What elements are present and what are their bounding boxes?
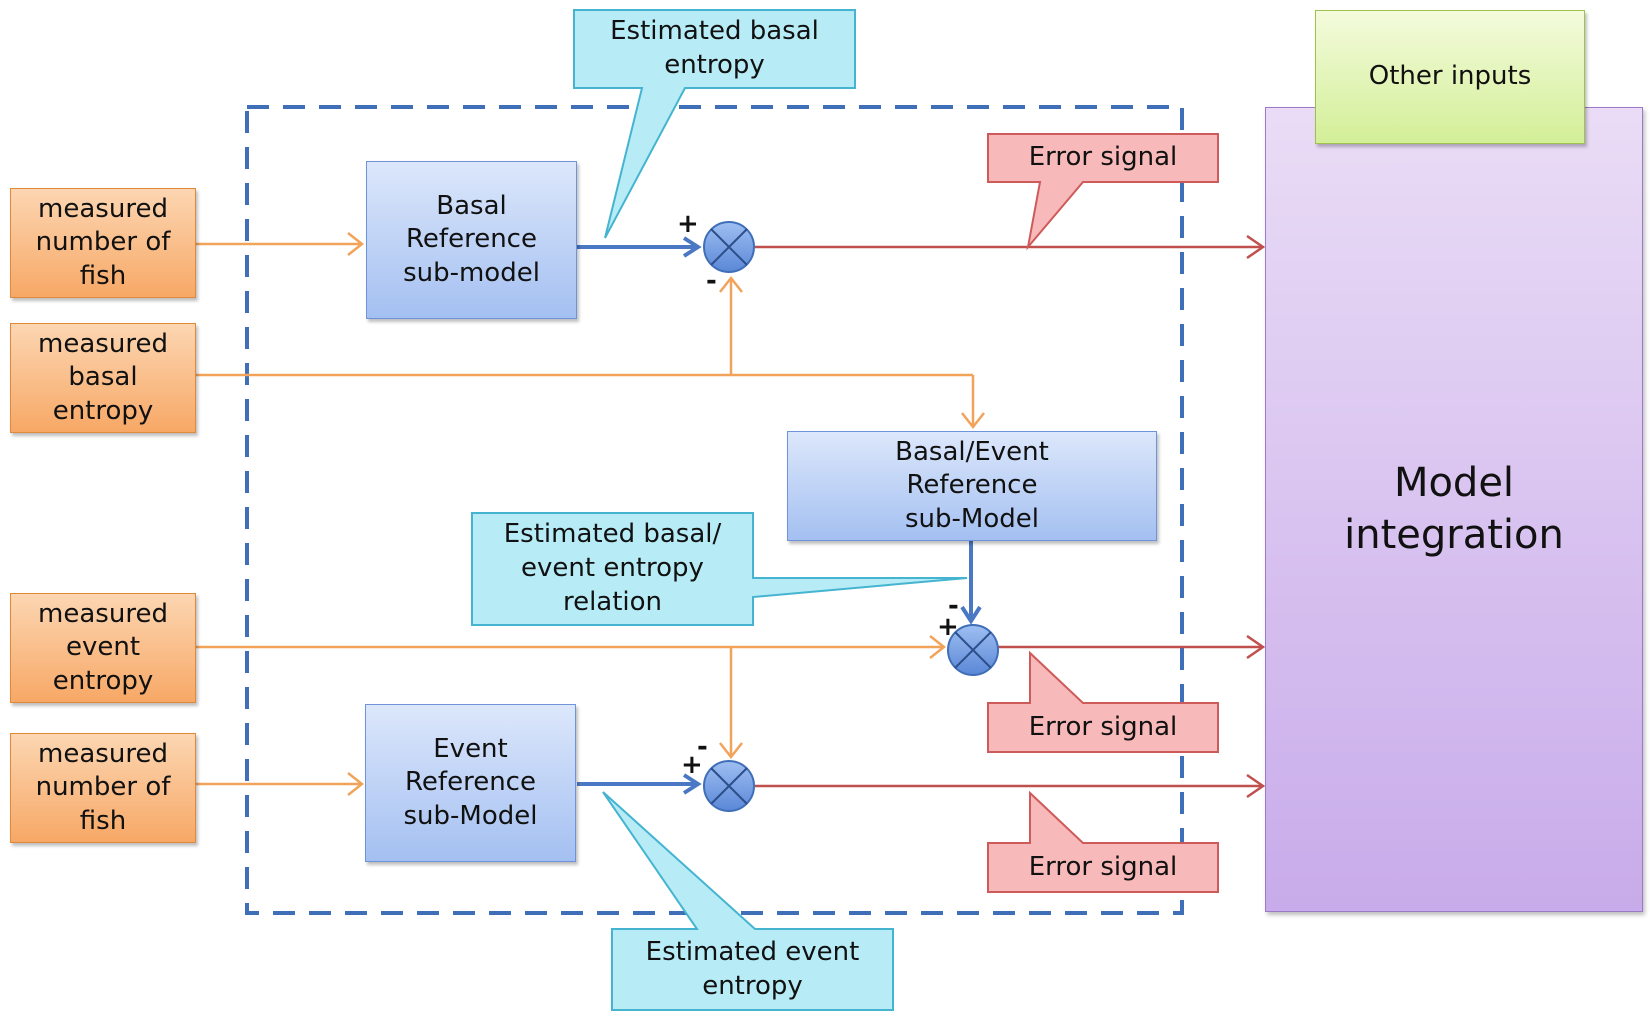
submodel-line: Reference	[405, 767, 536, 798]
model-integration-line: integration	[1344, 511, 1564, 558]
submodel-line: Reference	[906, 470, 1038, 501]
input-line: measured	[38, 739, 168, 770]
input-measured-event-entropy: measured event entropy	[10, 593, 196, 703]
error-signal-top: Error signal	[988, 134, 1218, 182]
submodel-line: Reference	[406, 224, 537, 255]
submodel-line: sub-model	[403, 257, 540, 288]
input-measured-basal-entropy: measured basal entropy	[10, 323, 196, 433]
input-line: measured	[38, 194, 168, 225]
input-line: number of	[35, 772, 171, 803]
input-measured-fish-top: measured number of fish	[10, 188, 196, 298]
input-measured-fish-bottom: measured number of fish	[10, 733, 196, 843]
submodel-line: Basal	[436, 191, 507, 222]
error-signal-label: Error signal	[1028, 851, 1178, 882]
submodel-line: sub-Model	[403, 800, 538, 831]
callout-line: event entropy	[521, 553, 704, 584]
submodel-line: Basal/Event	[895, 437, 1049, 468]
callout-estimated-relation-shape	[471, 512, 968, 626]
error-signal-bottom: Error signal	[988, 843, 1218, 892]
error-callout-top-shape	[987, 133, 1219, 251]
error-arrows	[755, 234, 1266, 799]
plus-sign-middle: +	[937, 612, 959, 642]
minus-sign-bottom: -	[697, 732, 708, 762]
error-callout-middle-shape	[987, 650, 1219, 753]
model-integration-line: Model	[1393, 460, 1515, 507]
submodel-line: sub-Model	[905, 503, 1039, 534]
callout-estimated-basal-shape	[573, 9, 856, 239]
summing-junction-middle	[947, 624, 999, 676]
error-signal-label: Error signal	[1028, 711, 1178, 742]
callout-line: entropy	[664, 50, 765, 80]
input-line: event	[65, 632, 141, 663]
input-line: entropy	[52, 395, 154, 426]
summing-junction-bottom	[703, 760, 755, 812]
input-line: entropy	[52, 665, 154, 696]
input-line: measured	[38, 329, 168, 360]
callout-line: Estimated basal/	[503, 519, 722, 550]
input-line: fish	[79, 260, 127, 291]
basal-event-reference-submodel: Basal/Event Reference sub-Model	[787, 431, 1157, 541]
plus-sign-top: +	[677, 209, 699, 239]
submodel-line: Event	[433, 734, 508, 765]
other-inputs-label: Other inputs	[1368, 61, 1532, 92]
input-line: fish	[79, 805, 127, 836]
input-line: number of	[35, 227, 171, 258]
basal-reference-submodel: Basal Reference sub-model	[366, 161, 577, 319]
error-callout-bottom-shape	[987, 790, 1219, 893]
callout-line: Estimated event	[645, 936, 860, 967]
input-line: measured	[38, 599, 168, 630]
minus-sign-middle: -	[948, 591, 959, 621]
input-arrows	[196, 232, 985, 796]
callout-estimated-basal: Estimated basal entropy	[574, 12, 855, 86]
callout-line: relation	[562, 586, 663, 617]
input-line: basal	[68, 362, 138, 393]
submodel-output-arrows	[577, 236, 982, 795]
callout-line: entropy	[702, 970, 803, 1001]
callout-estimated-event: Estimated event entropy	[612, 931, 893, 1008]
model-integration-box: Model integration	[1265, 107, 1643, 912]
error-signal-middle: Error signal	[988, 703, 1218, 752]
callout-estimated-event-shape	[602, 791, 894, 1011]
callout-estimated-relation: Estimated basal/ event entropy relation	[472, 515, 753, 623]
summing-junction-top	[703, 221, 755, 273]
other-inputs-box: Other inputs	[1315, 10, 1585, 144]
error-signal-label: Error signal	[1028, 142, 1178, 173]
plus-sign-bottom: +	[681, 750, 703, 780]
minus-sign-top: -	[706, 266, 717, 296]
event-reference-submodel: Event Reference sub-Model	[365, 704, 576, 862]
callout-line: Estimated basal	[610, 16, 819, 47]
